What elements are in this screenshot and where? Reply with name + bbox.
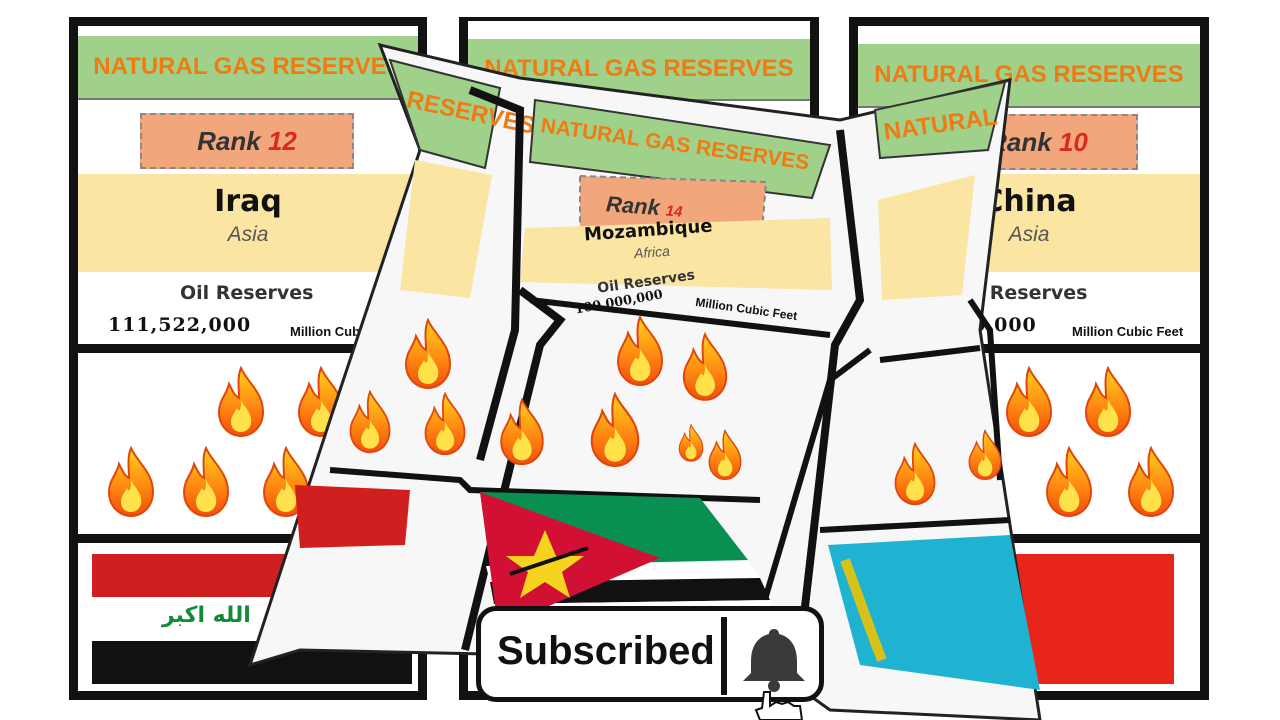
- pointer-hand-icon: [754, 691, 804, 720]
- divider: [858, 344, 1200, 353]
- subscribe-label: Subscribed: [497, 629, 715, 673]
- divider: [78, 534, 418, 543]
- divider: [78, 344, 418, 353]
- country-name: Iraq: [214, 184, 282, 219]
- center-continent-name: Africa: [633, 242, 671, 262]
- oil-reserves-unit: Million Cubic Feet: [1072, 324, 1184, 339]
- divider: [858, 534, 1200, 543]
- rank-label: Rank: [197, 126, 261, 156]
- rank-label: Rank: [605, 191, 661, 221]
- rank-number: 10: [1058, 127, 1088, 157]
- oil-reserves-value: 111,522,000: [108, 314, 252, 336]
- rank-number: 12: [267, 126, 297, 156]
- card-header: NATURAL GAS RESERVES: [858, 44, 1200, 108]
- continent-name: Asia: [227, 223, 269, 246]
- oil-reserves-label: Oil Reserves: [954, 282, 1088, 304]
- mozambique-flag: [480, 492, 775, 628]
- card-header: NATURAL GAS RESERVES: [78, 36, 418, 100]
- flag-inscription: الله اكبر: [162, 603, 251, 628]
- country-band: Iraq Asia: [78, 174, 418, 272]
- continent-name: Asia: [1008, 223, 1050, 246]
- subscribe-button[interactable]: Subscribed: [476, 606, 824, 702]
- subscribe-separator: [721, 617, 727, 695]
- bell-icon: [743, 629, 805, 692]
- card-iraq: NATURAL GAS RESERVES Rank 12 Iraq Asia O…: [69, 17, 427, 700]
- oil-reserves-label: Oil Reserves: [180, 282, 314, 304]
- rank-box: Rank 12: [140, 113, 354, 169]
